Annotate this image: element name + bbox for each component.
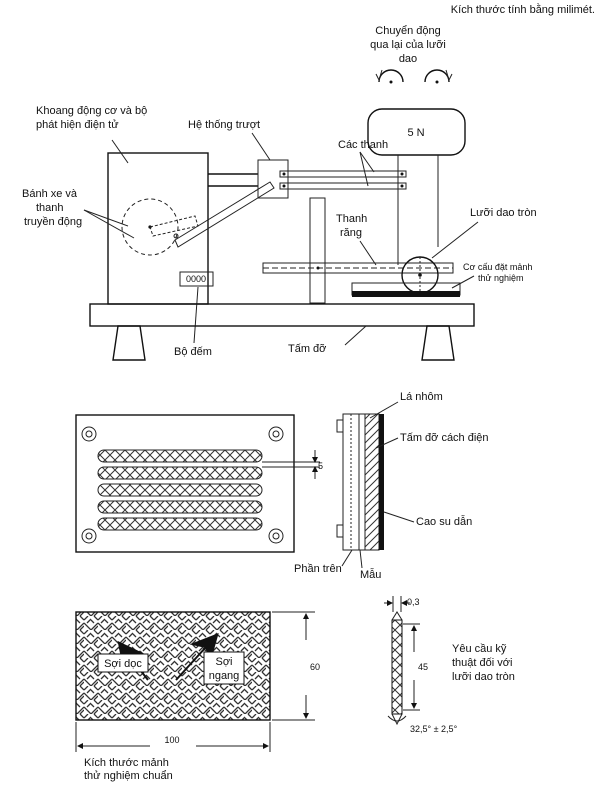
slot [97,500,263,514]
motion-label-3: dao [399,53,417,65]
specimen-caption-2: thử nghiệm chuẩn [84,770,173,782]
specimen-view: Sợi dọc Sợi ngang 60 100 Kích thước mảnh… [75,611,320,782]
rubber-label: Cao su dẫn [416,515,472,528]
motor-label-2: phát hiện điện tử [36,119,119,131]
slot [97,466,263,480]
drive-wheel [121,198,179,256]
holder-plan-view: 5 [75,414,323,553]
angle-dim: 32,5° ± 2,5° [410,724,458,734]
rotation-arrow-right-icon [424,69,450,83]
counter-label: Bộ đếm [174,346,212,358]
holder-label-2: thử nghiệm [478,273,524,283]
sample-label: Mẫu [360,568,381,581]
vertical-stand [309,197,326,304]
wheel-label-3: truyền động [24,216,82,228]
bars-label: Các thanh [338,139,388,151]
weight-label: 5 N [407,127,424,139]
counter-display [179,271,214,287]
bolt-hole [268,528,284,544]
blade-caption-3: lưỡi dao tròn [452,671,515,683]
weight-block [367,108,466,156]
counter-value: 0000 [186,274,206,284]
slot [97,483,263,497]
base-foot-left [112,325,146,361]
wheel-label-1: Bánh xe và [22,188,78,200]
holder-label-1: Cơ cấu đặt mảnh [463,262,532,272]
blade-caption-2: thuật đối với [452,657,512,669]
motion-label-2: qua lại của lưỡi [370,39,446,51]
weft-label-2: ngang [209,670,240,682]
motor-label-1: Khoang động cơ và bộ [36,105,147,117]
upper-part-label: Phần trên [294,563,342,575]
thickness-dim: 0,3 [407,597,420,607]
rotation-arrow-left-icon [378,69,404,83]
blade-spec-view: 0,3 45 32,5° ± 2,5° Yêu cầu kỹ thuật đối… [384,596,515,734]
rack-label-2: răng [340,227,362,239]
weft-label-box [203,651,245,685]
blade-caption-1: Yêu cầu kỹ [452,643,507,655]
motion-label-1: Chuyển động [375,25,440,37]
height-dim: 60 [310,662,320,672]
units-note: Kích thước tính bằng milimét. [451,3,595,16]
weft-label-1: Sợi [216,656,233,668]
wheel-label-2: thanh [36,202,64,214]
aluminium-label: Lá nhôm [400,391,443,403]
length-dim: 45 [418,662,428,672]
slide-label: Hệ thống trượt [188,119,260,131]
guide-rods [279,170,407,190]
specimen-caption-1: Kích thước mảnh [84,757,169,769]
base-label: Tấm đỡ [288,343,326,355]
bolt-hole [81,426,97,442]
rack-label-1: Thanh [336,213,367,225]
insulator-label: Tấm đỡ cách điện [400,432,489,444]
warp-label-box [97,653,149,673]
slide-block [257,159,289,199]
width-dim: 100 [164,735,179,745]
base-plate [89,303,475,327]
blade-label: Lưỡi dao tròn [470,207,537,219]
warp-label: Sợi dọc [104,658,142,670]
apparatus-diagram: Chuyển động qua lại của lưỡi dao 5 N Kho… [22,25,537,361]
bolt-hole [81,528,97,544]
slot [97,449,263,463]
slot [97,517,263,531]
holder-section-view: Lá nhôm Tấm đỡ cách điện Cao su dẫn Phần… [294,391,489,581]
bolt-hole [268,426,284,442]
base-foot-right [421,325,455,361]
slot-spacing-dim: 5 [318,461,323,471]
